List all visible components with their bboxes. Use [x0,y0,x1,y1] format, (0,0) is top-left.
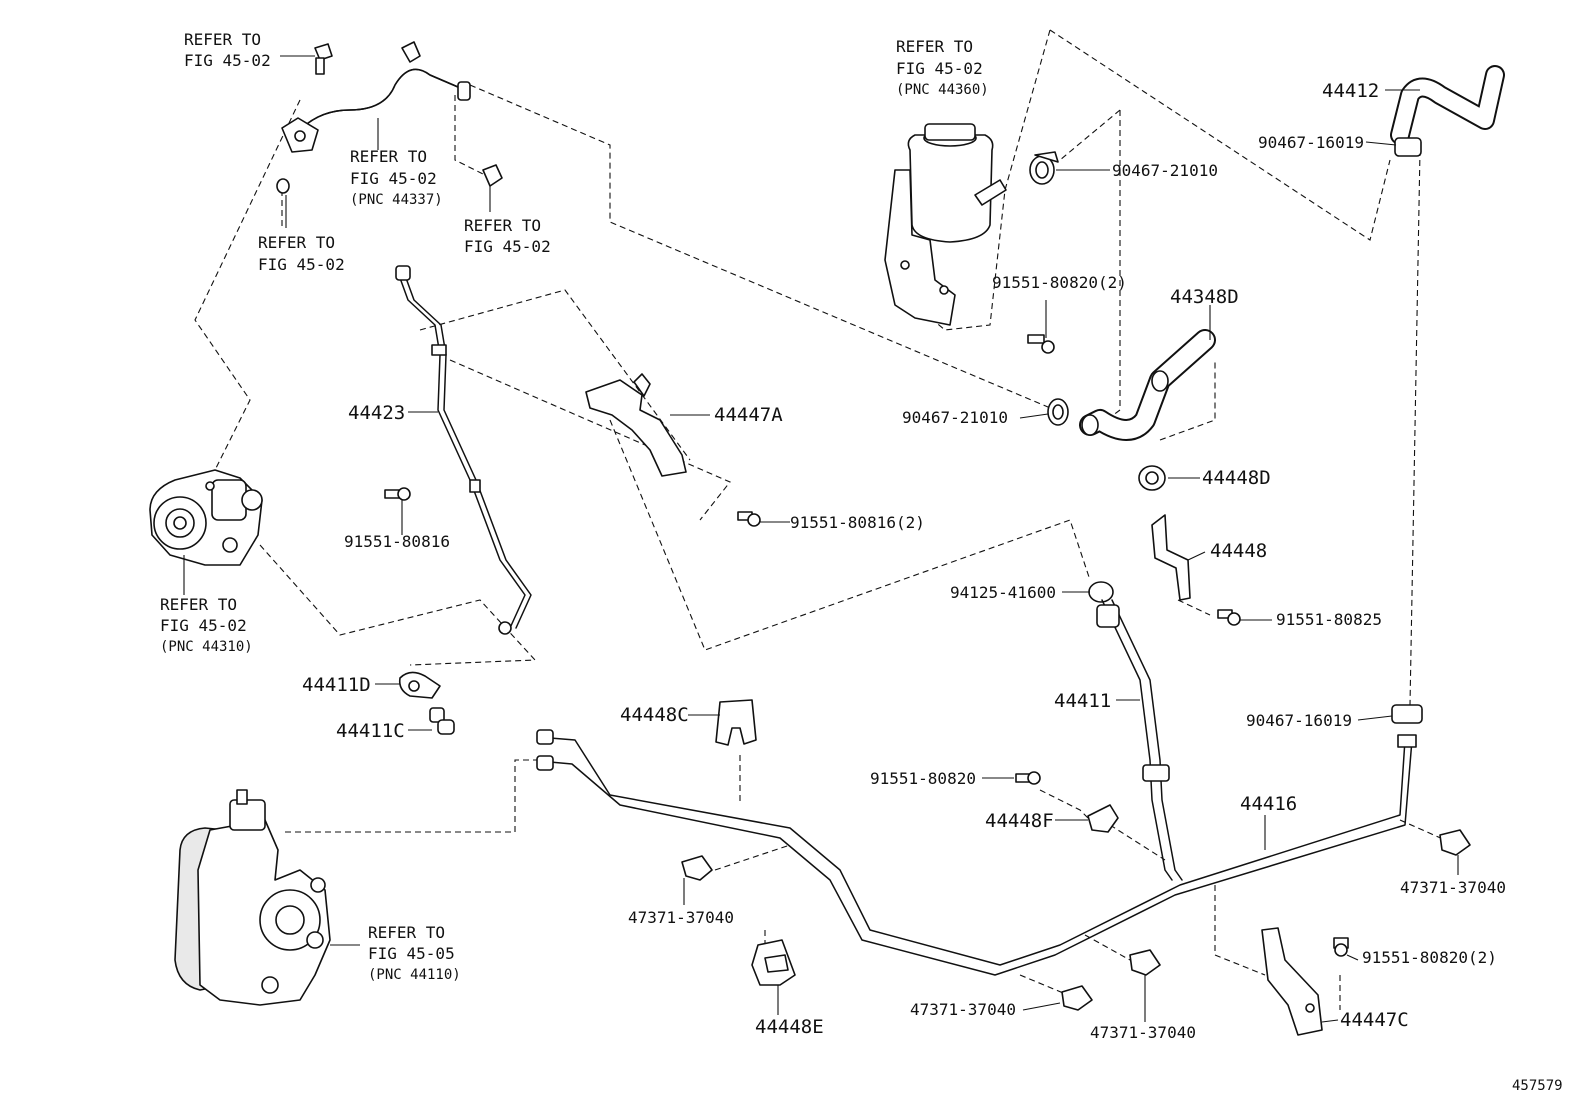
label-44348D: 44348D [1170,286,1239,308]
label-91551-80820: 91551-80820 [870,769,976,788]
label-44412: 44412 [1322,80,1379,102]
clip-47371-37040-icon [1129,949,1161,976]
bracket-44448 [1151,514,1191,601]
label-94125-41600: 94125-41600 [950,583,1056,602]
reservoir-tank [884,123,1007,326]
flange-44411D [398,671,441,699]
label-91551-80825: 91551-80825 [1276,610,1382,629]
bolt-icon [1217,609,1241,626]
ref-label-gear-line1: REFER TO [368,923,445,942]
ref-label-top-left-d-line1: REFER TO [464,216,541,235]
steering-gear-box [174,789,331,1006]
hose-44412 [1390,65,1505,157]
bolt-icon [314,43,333,75]
ref-label-top-left-b-line1: REFER TO [350,147,427,166]
clamp-44448D [1138,465,1166,491]
ref-label-top-left-d-line2: FIG 45-02 [464,237,551,256]
bolt-icon [384,487,411,501]
label-90467-16019-mid: 90467-16019 [1246,711,1352,730]
ref-label-pump-line3: (PNC 44310) [160,639,253,655]
label-44416: 44416 [1240,793,1297,815]
label-44411C: 44411C [336,720,405,742]
label-44448F: 44448F [985,810,1054,832]
clip-47371-37040-icon [1061,985,1093,1011]
ref-label-reservoir-line2: FIG 45-02 [896,59,983,78]
leader-lines [183,55,1459,1023]
bolt-icon [1027,334,1055,354]
label-90467-21010-top: 90467-21010 [1112,161,1218,180]
clamp-44448F [1087,804,1119,833]
label-90467-21010-mid: 90467-21010 [902,408,1008,427]
assembly-guide-lines [194,29,1446,1010]
label-47371-37040-left: 47371-37040 [628,908,734,927]
figure-id: 457579 [1512,1078,1563,1094]
ref-label-top-left-a-line2: FIG 45-02 [184,51,271,70]
label-44448: 44448 [1210,540,1267,562]
bolt-icon [482,164,503,187]
label-44411D: 44411D [302,674,371,696]
clamp-44448C [715,699,757,746]
label-47371-37040-bot2: 47371-37040 [1090,1023,1196,1042]
clip-47371-37040-icon [1439,829,1471,856]
label-91551-80816-2: 91551-80816(2) [790,513,925,532]
hose-44348D [1079,329,1216,441]
label-44411: 44411 [1054,690,1111,712]
ref-label-reservoir-line3: (PNC 44360) [896,82,989,98]
fitting-44411C [429,707,455,735]
label-44448E: 44448E [755,1016,824,1038]
ref-label-pump-line2: FIG 45-02 [160,616,247,635]
label-44423: 44423 [348,402,405,424]
tube-44423 [395,265,532,635]
hose-clamp-icon [1029,151,1059,185]
return-pipe-44337 [281,41,471,153]
hose-clamp-icon [1047,398,1069,426]
ref-label-top-left-c-line1: REFER TO [258,233,335,252]
ref-label-reservoir-line1: REFER TO [896,37,973,56]
ref-label-top-left-a-line1: REFER TO [184,30,261,49]
ref-label-gear-line2: FIG 45-05 [368,944,455,963]
grommet-icon [1088,581,1114,603]
label-47371-37040-right: 47371-37040 [1400,878,1506,897]
label-44447A: 44447A [714,404,783,426]
label-44448D: 44448D [1202,467,1271,489]
part-labels: REFER TO FIG 45-02 REFER TO FIG 45-02 (P… [160,30,1563,1094]
ref-label-top-left-b-line3: (PNC 44337) [350,192,443,208]
o-ring-icon [276,178,290,194]
hose-clamp-icon [1391,704,1423,724]
clamp-44448E [751,939,796,986]
pipe-assembly-44416 [536,599,1417,976]
bolt-icon [737,511,761,527]
bracket-44447A [585,373,687,477]
label-44447C: 44447C [1340,1009,1409,1031]
bracket-44447C [1261,927,1323,1036]
ref-label-gear-line3: (PNC 44110) [368,967,461,983]
bolt-icon [1333,937,1349,957]
clip-47371-37040-icon [681,855,713,881]
power-steering-pump [149,469,263,566]
ref-label-pump-line1: REFER TO [160,595,237,614]
label-91551-80820-2-top: 91551-80820(2) [992,273,1127,292]
bolt-icon [1015,771,1041,785]
label-44448C: 44448C [620,704,689,726]
ref-label-top-left-c-line2: FIG 45-02 [258,255,345,274]
label-91551-80816: 91551-80816 [344,532,450,551]
label-91551-80820-2-bot: 91551-80820(2) [1362,948,1497,967]
label-90467-16019-top: 90467-16019 [1258,133,1364,152]
label-47371-37040-bot1: 47371-37040 [910,1000,1016,1019]
ref-label-top-left-b-line2: FIG 45-02 [350,169,437,188]
